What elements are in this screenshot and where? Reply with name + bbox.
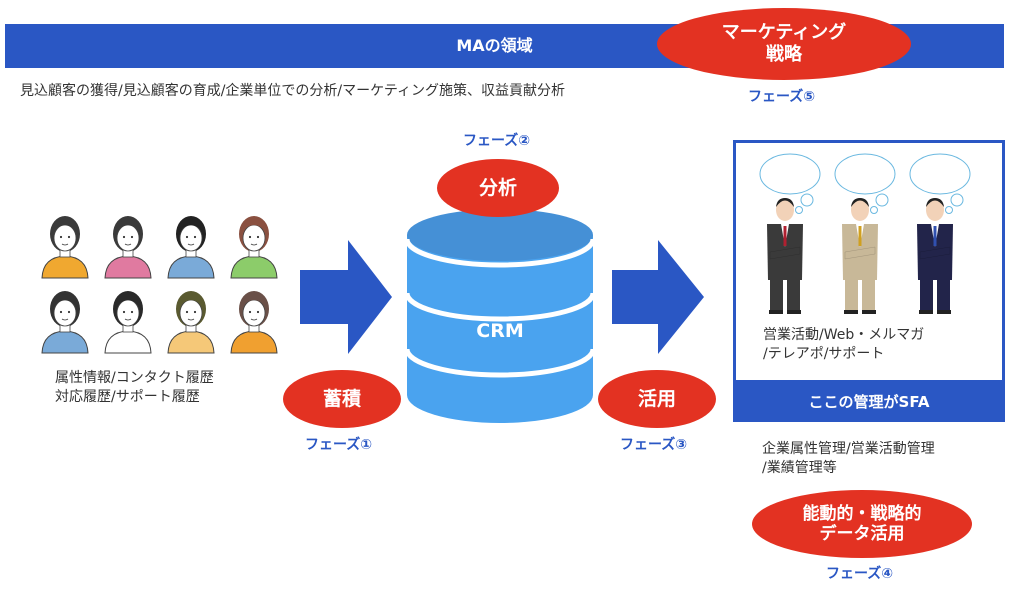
customer-avatar-icon — [230, 216, 278, 279]
phase5-badge-line2: 戦略 — [766, 44, 802, 65]
customer-avatar-icon — [41, 291, 89, 354]
salesman-icon — [759, 153, 821, 314]
phase5-badge-line1: マーケティング — [721, 22, 847, 44]
thought-bubble-icon — [909, 153, 971, 214]
sfa-management-caption: 企業属性管理/営業活動管理 /業績管理等 — [762, 440, 935, 478]
sfa-activities-line1: 営業活動/Web・メルマガ — [763, 327, 925, 343]
thought-bubble-icon — [759, 153, 821, 214]
customer-avatar-icon — [167, 216, 215, 279]
phase3-badge: 活用 — [598, 370, 716, 428]
customer-avatar-icon — [104, 216, 152, 279]
phase2-badge-text: 分析 — [478, 176, 517, 199]
crm-database-icon — [405, 205, 595, 425]
sfa-footer: ここの管理がSFA — [733, 380, 1005, 422]
phase4-label: フェーズ④ — [826, 566, 894, 582]
crm-label: CRM — [476, 320, 524, 342]
customer-caption: 属性情報/コンタクト履歴 対応履歴/サポート履歴 — [55, 369, 214, 407]
arrow-to-crm-icon — [300, 240, 395, 355]
phase3-badge-text: 活用 — [637, 387, 676, 410]
phase1-badge: 蓄積 — [283, 370, 401, 428]
phase4-badge-line1: 能動的・戦略的 — [802, 503, 922, 524]
salesmen-illustration — [745, 152, 995, 322]
phase4-badge: 能動的・戦略的 データ活用 — [752, 490, 972, 558]
phase1-label: フェーズ① — [305, 437, 373, 453]
thought-bubble-icon — [834, 153, 896, 214]
customer-avatar-icon — [167, 291, 215, 354]
customer-avatar-icon — [230, 291, 278, 354]
phase5-badge: マーケティング 戦略 — [657, 8, 911, 80]
phase2-badge: 分析 — [437, 159, 559, 217]
arrow-to-sfa-icon — [612, 240, 707, 355]
sfa-management-line2: /業績管理等 — [762, 460, 837, 476]
customer-group — [40, 212, 290, 362]
phase2-label: フェーズ② — [463, 133, 531, 149]
customer-illustrations — [41, 216, 278, 354]
ma-region-title-text: MAの領域 — [456, 36, 533, 55]
sfa-activities-caption: 営業活動/Web・メルマガ /テレアポ/サポート — [763, 326, 924, 364]
phase4-badge-line2: データ活用 — [819, 524, 905, 544]
ma-region-title: MAの領域 — [5, 24, 1004, 68]
phase3-label: フェーズ③ — [620, 437, 688, 453]
sfa-activities-line2: /テレアポ/サポート — [763, 346, 885, 362]
customer-avatar-icon — [104, 291, 152, 354]
salesman-icon — [834, 153, 896, 314]
phase5-label: フェーズ⑤ — [748, 89, 816, 105]
sfa-management-line1: 企業属性管理/営業活動管理 — [762, 441, 935, 457]
salesmen-svg — [759, 153, 971, 314]
customer-caption-line2: 対応履歴/サポート履歴 — [55, 389, 200, 405]
customer-avatar-icon — [41, 216, 89, 279]
salesman-icon — [909, 153, 971, 314]
phase1-badge-text: 蓄積 — [322, 387, 361, 410]
ma-region-description: 見込顧客の獲得/見込顧客の育成/企業単位での分析/マーケティング施策、収益貢献分… — [20, 83, 566, 99]
customer-caption-line1: 属性情報/コンタクト履歴 — [55, 370, 214, 386]
